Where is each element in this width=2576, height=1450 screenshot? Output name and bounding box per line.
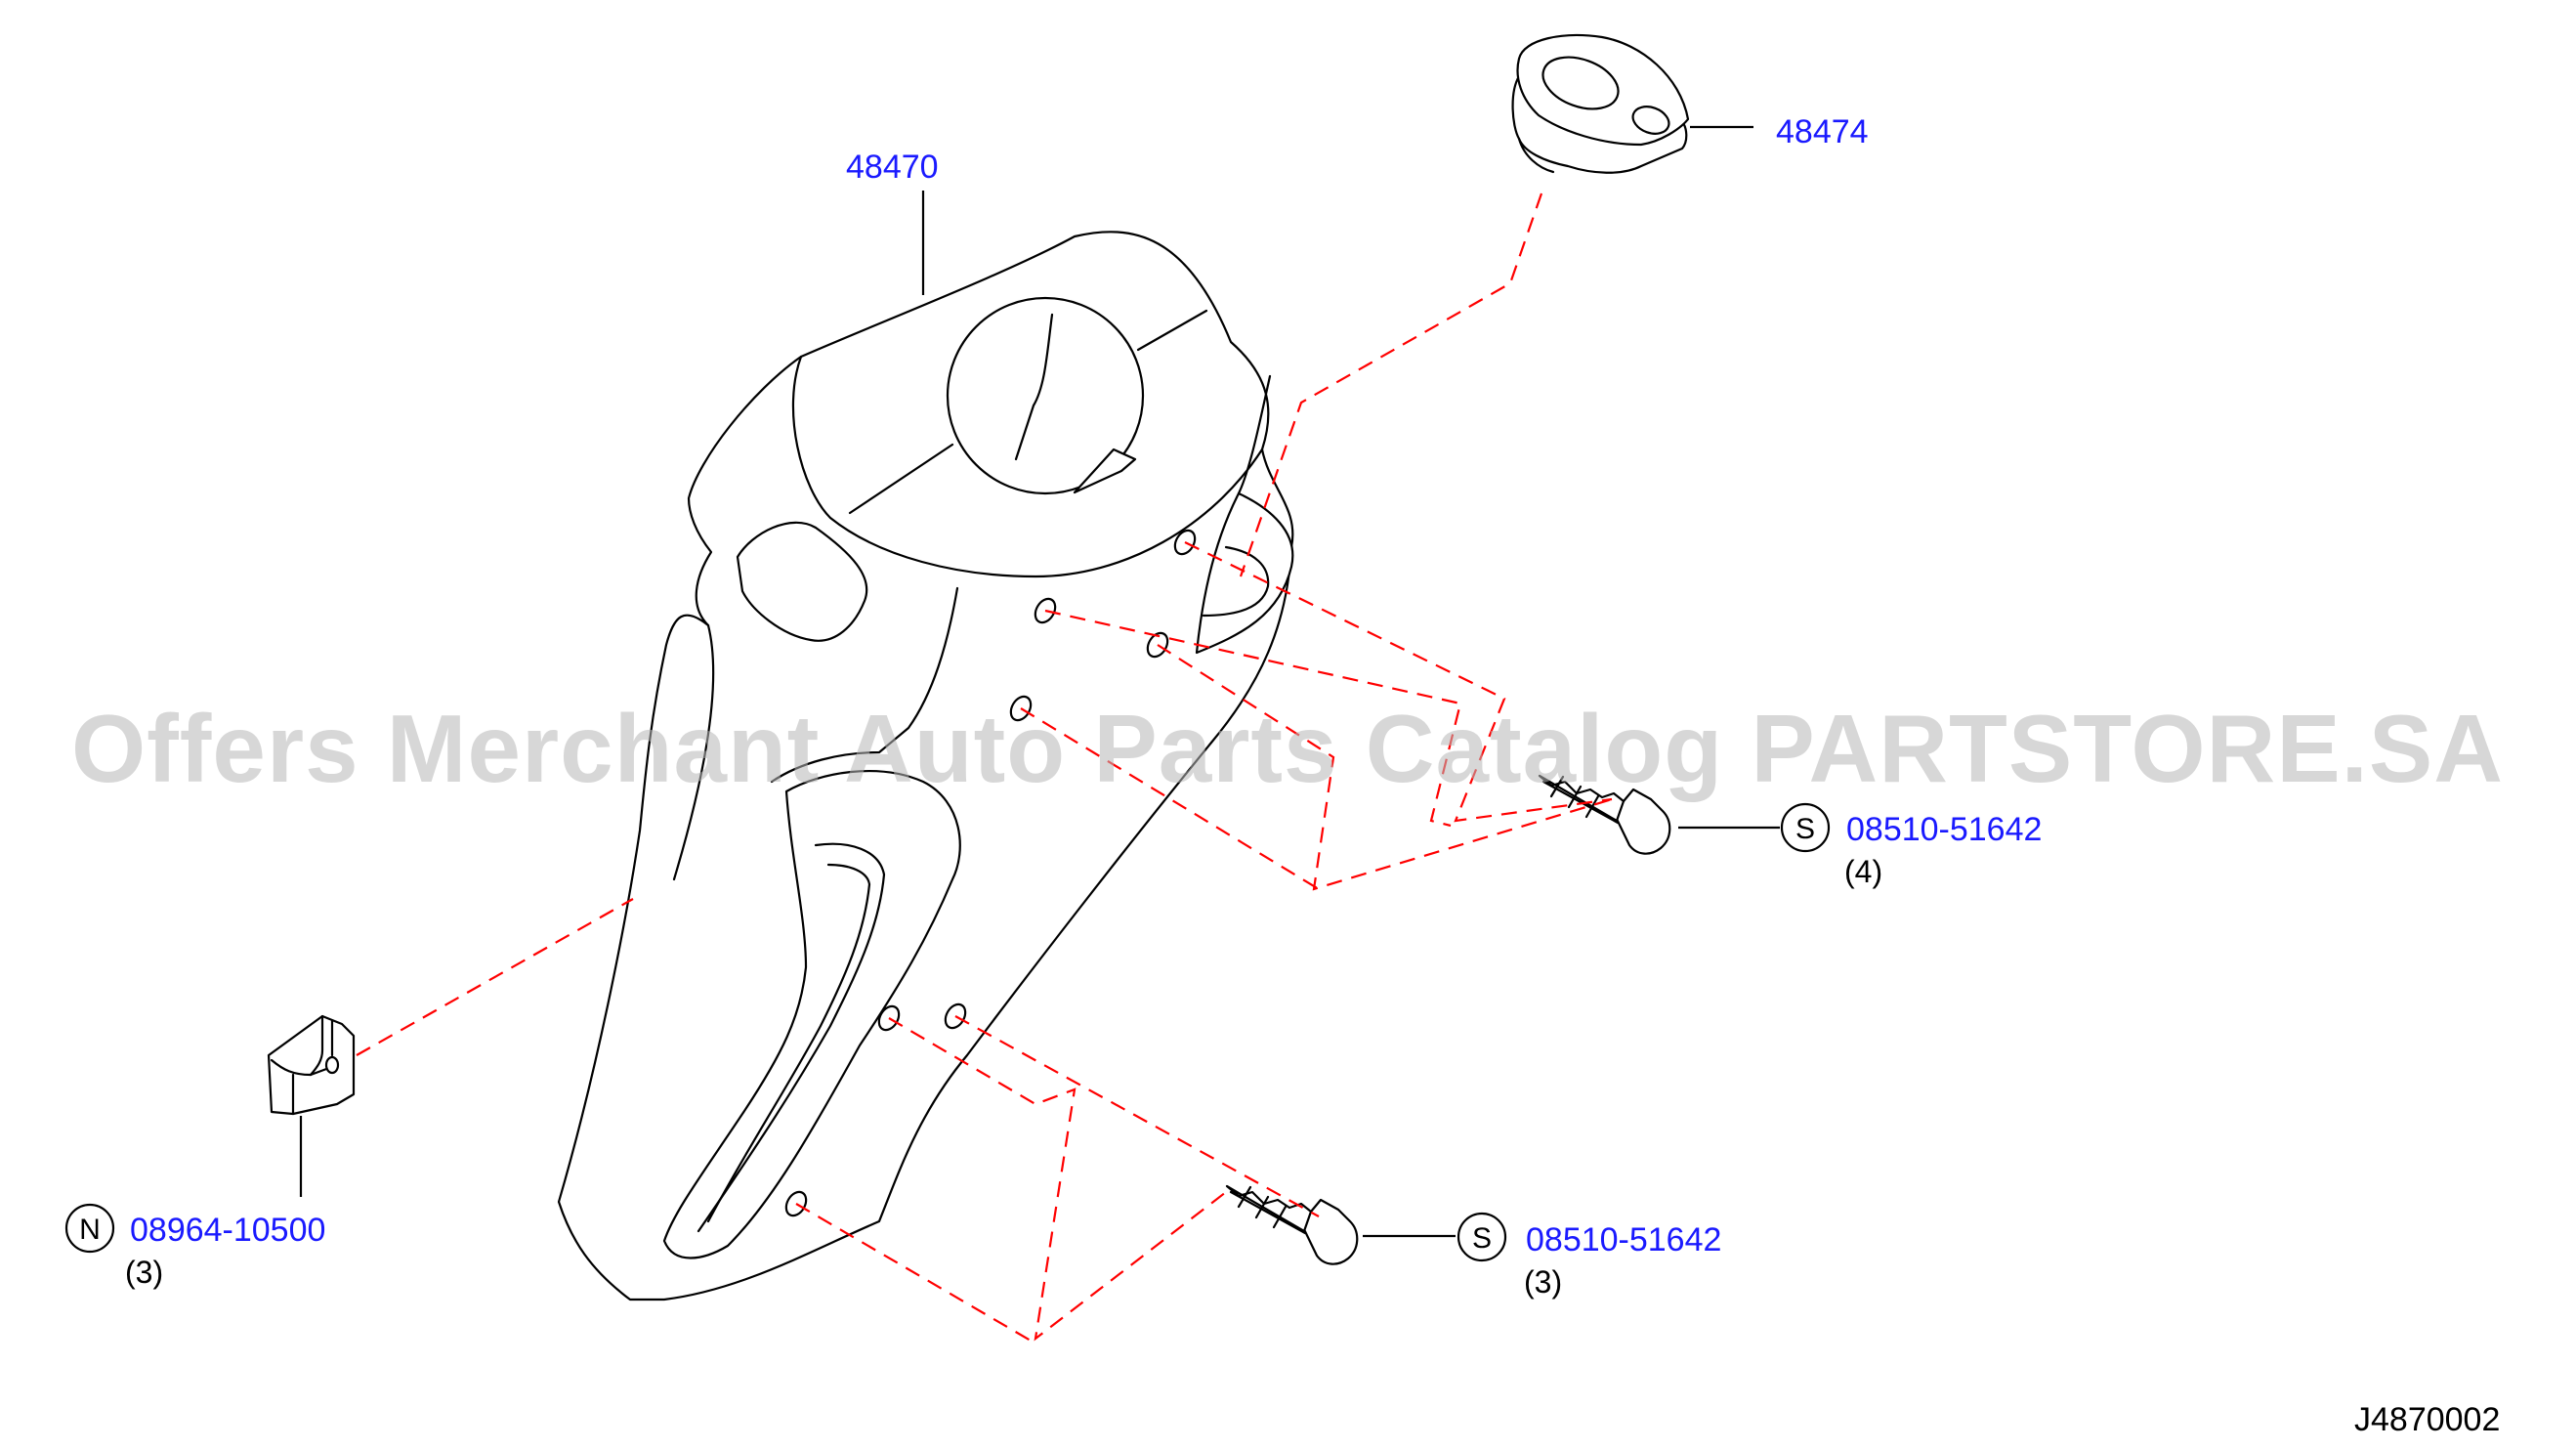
part-number-48470[interactable]: 48470 [846,149,939,186]
clip-part [267,1014,356,1116]
part-number-screw-upper[interactable]: 08510-51642 [1846,811,2042,848]
symbol-s-upper: S [1795,813,1815,845]
screw-lower [1225,1184,1359,1265]
label-48474[interactable]: 48474 [1776,113,1869,150]
quantity-screw-lower: (3) [1524,1264,1562,1300]
symbol-circle-clip [64,1203,115,1254]
symbol-s-lower: S [1472,1222,1492,1255]
quantity-clip: (3) [125,1255,163,1290]
part-number-clip[interactable]: 08964-10500 [130,1212,325,1249]
steering-column-cover [557,231,1294,1301]
label-48470[interactable]: 48470 [846,149,939,186]
label-screw-upper[interactable]: S 08510-51642 (4) [1780,802,2042,889]
part-number-screw-lower[interactable]: 08510-51642 [1526,1221,1721,1258]
symbol-circle-upper [1780,802,1831,853]
quantity-screw-upper: (4) [1844,854,1882,889]
diagram-code: J4870002 [2354,1401,2500,1438]
label-clip[interactable]: N 08964-10500 (3) [64,1203,325,1290]
symbol-n-clip: N [79,1214,101,1246]
screw-upper [1538,774,1671,855]
symbol-circle-lower [1457,1212,1507,1262]
leader-lines [299,125,1780,1238]
part-number-48474[interactable]: 48474 [1776,113,1869,150]
watermark-text: Offers Merchant Auto Parts Catalog PARTS… [71,695,2504,802]
assembly-dash-lines [356,192,1613,1342]
grommet-part [1511,34,1690,174]
label-screw-lower[interactable]: S 08510-51642 (3) [1457,1212,1721,1300]
